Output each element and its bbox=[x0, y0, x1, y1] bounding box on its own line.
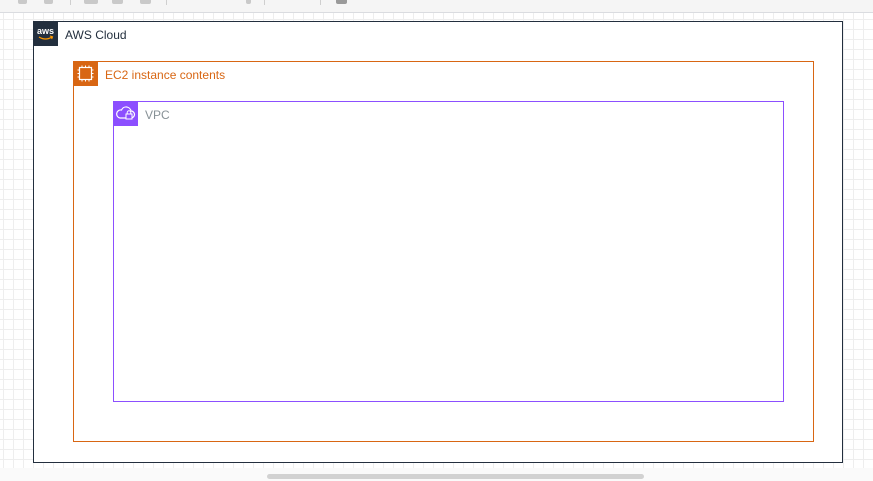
scrollbar-thumb[interactable] bbox=[267, 474, 644, 479]
toolbar-button[interactable] bbox=[246, 0, 251, 4]
toolbar-button[interactable] bbox=[18, 0, 27, 4]
toolbar-button[interactable] bbox=[336, 0, 347, 4]
vpc-cloud-lock-icon bbox=[113, 101, 138, 126]
aws-cloud-label: AWS Cloud bbox=[65, 28, 127, 42]
toolbar-separator bbox=[264, 0, 265, 5]
toolbar bbox=[0, 0, 873, 13]
vpc-group[interactable]: VPC bbox=[113, 101, 784, 402]
ec2-instance-contents-label: EC2 instance contents bbox=[105, 68, 226, 82]
horizontal-scrollbar[interactable] bbox=[0, 468, 873, 481]
toolbar-button[interactable] bbox=[44, 0, 53, 4]
toolbar-button[interactable] bbox=[140, 0, 151, 4]
vpc-label: VPC bbox=[145, 108, 170, 122]
toolbar-button[interactable] bbox=[84, 0, 98, 4]
toolbar-button[interactable] bbox=[112, 0, 123, 4]
toolbar-separator bbox=[70, 0, 71, 5]
aws-logo-text: aws bbox=[37, 26, 54, 36]
ec2-instance-icon bbox=[73, 61, 98, 86]
toolbar-separator bbox=[166, 0, 167, 5]
aws-logo-icon: aws bbox=[33, 21, 58, 46]
toolbar-separator bbox=[320, 0, 321, 5]
